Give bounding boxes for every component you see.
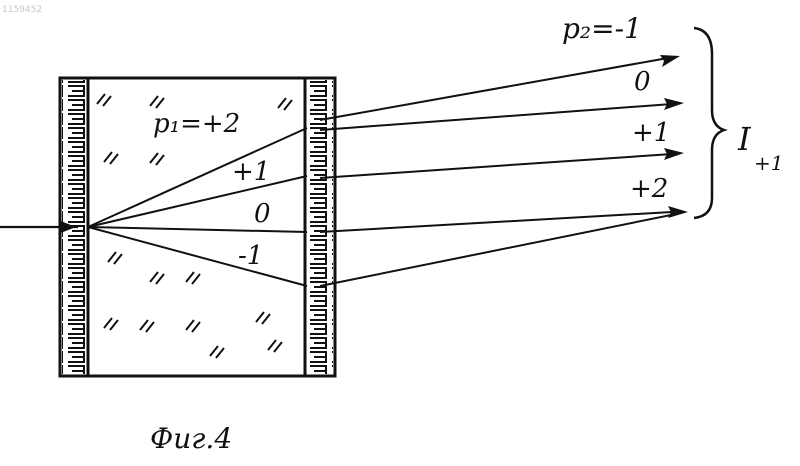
outgoing-rays	[320, 58, 676, 286]
out-order-label-plus1: +1	[632, 118, 670, 148]
internal-rays	[88, 128, 307, 286]
order-label-plus1: +1	[232, 157, 270, 187]
grating-period-p2-label: p₂=-1	[562, 12, 642, 45]
out-order-label-zero: 0	[634, 67, 651, 97]
figure-caption: Фиг.4	[150, 422, 232, 455]
right-brace	[694, 28, 724, 218]
order-label-zero: 0	[254, 199, 271, 229]
intensity-subscript: +1	[754, 151, 783, 175]
right-grating	[305, 78, 335, 376]
intensity-label: I	[737, 120, 752, 158]
order-label-minus1: -1	[238, 241, 263, 271]
corner-number: 1159452	[2, 5, 42, 15]
out-order-label-plus2: +2	[630, 174, 668, 204]
grating-period-p1-label: p₁=+2	[153, 109, 240, 139]
